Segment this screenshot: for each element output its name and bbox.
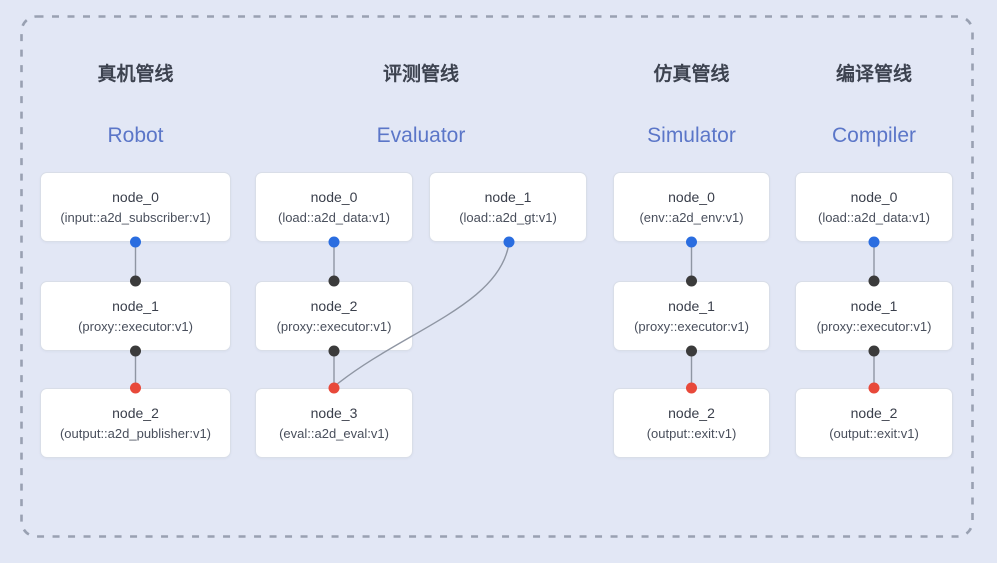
- node-type: (input::a2d_subscriber:v1): [60, 209, 211, 225]
- node-name: node_0: [668, 188, 715, 205]
- node-name: node_0: [850, 188, 898, 205]
- node-name: node_2: [668, 404, 715, 421]
- node-name: node_2: [112, 404, 159, 421]
- simulator-node-1[interactable]: node_1 (proxy::executor:v1): [613, 281, 770, 351]
- pipeline-title-en-robot: Robot: [107, 124, 164, 147]
- node-type: (output::exit:v1): [646, 425, 737, 441]
- node-name: node_1: [112, 297, 159, 314]
- evaluator-node-1[interactable]: node_1 (load::a2d_gt:v1): [429, 172, 587, 242]
- simulator-node-2[interactable]: node_2 (output::exit:v1): [613, 388, 770, 458]
- pipeline-title-cn-robot: 真机管线: [97, 64, 174, 85]
- evaluator-node-0[interactable]: node_0 (load::a2d_data:v1): [255, 172, 413, 242]
- pipeline-title-cn-simulator: 仿真管线: [653, 64, 730, 85]
- node-name: node_2: [310, 297, 358, 314]
- node-name: node_1: [668, 297, 715, 314]
- node-type: (load::a2d_data:v1): [277, 209, 391, 225]
- compiler-node-2[interactable]: node_2 (output::exit:v1): [795, 388, 953, 458]
- robot-node-1[interactable]: node_1 (proxy::executor:v1): [40, 281, 231, 351]
- node-name: node_0: [112, 188, 159, 205]
- node-type: (load::a2d_data:v1): [817, 209, 931, 225]
- node-name: node_1: [484, 188, 532, 205]
- node-name: node_3: [310, 404, 358, 421]
- compiler-node-0[interactable]: node_0 (load::a2d_data:v1): [795, 172, 953, 242]
- node-type: (output::exit:v1): [829, 425, 919, 441]
- node-name: node_0: [310, 188, 358, 205]
- node-type: (eval::a2d_eval:v1): [279, 425, 389, 441]
- compiler-node-1[interactable]: node_1 (proxy::executor:v1): [795, 281, 953, 351]
- node-type: (proxy::executor:v1): [816, 318, 932, 334]
- robot-node-0[interactable]: node_0 (input::a2d_subscriber:v1): [40, 172, 231, 242]
- node-type: (output::a2d_publisher:v1): [59, 425, 212, 441]
- pipeline-title-cn-compiler: 编译管线: [835, 64, 912, 85]
- robot-node-2[interactable]: node_2 (output::a2d_publisher:v1): [40, 388, 231, 458]
- evaluator-node-2[interactable]: node_2 (proxy::executor:v1): [255, 281, 413, 351]
- node-type: (proxy::executor:v1): [78, 318, 193, 334]
- pipeline-title-cn-evaluator: 评测管线: [382, 64, 459, 85]
- evaluator-node-3[interactable]: node_3 (eval::a2d_eval:v1): [255, 388, 413, 458]
- node-type: (proxy::executor:v1): [276, 318, 392, 334]
- dashed-frame: [20, 15, 974, 538]
- node-type: (env::a2d_env:v1): [639, 209, 744, 225]
- node-name: node_2: [850, 404, 898, 421]
- simulator-node-0[interactable]: node_0 (env::a2d_env:v1): [613, 172, 770, 242]
- node-type: (proxy::executor:v1): [634, 318, 749, 334]
- pipeline-title-en-evaluator: Evaluator: [376, 124, 466, 147]
- pipeline-title-en-compiler: Compiler: [831, 124, 917, 147]
- node-type: (load::a2d_gt:v1): [459, 209, 557, 225]
- pipeline-title-en-simulator: Simulator: [647, 124, 736, 147]
- node-name: node_1: [850, 297, 898, 314]
